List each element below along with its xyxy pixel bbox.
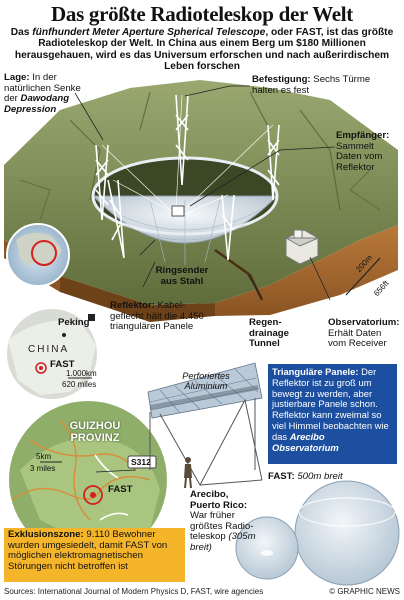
label-observatorium-head: Observatorium:	[328, 317, 400, 328]
label-reflektor: Reflektor: Kabel-geflecht hält die 4.450…	[110, 300, 210, 333]
label-observatorium-text: Erhält Daten vom Receiver	[328, 327, 387, 350]
label-aluminium: Perforiertes Aluminium	[182, 371, 230, 391]
support-cables	[101, 94, 274, 216]
intro-text: Das fünfhundert Meter Aperture Spherical…	[6, 27, 398, 73]
label-lage-text: In der natürlichen Senke der	[4, 72, 81, 105]
label-empfaenger-head: Empfänger:	[336, 130, 390, 141]
guizhou-site-label: FAST	[108, 484, 133, 495]
label-befestigung: Befestigung: Sechs Türme halten es fest	[252, 74, 397, 96]
china-locator-square	[88, 314, 95, 321]
label-lage-place: Dawodang Depression	[4, 93, 70, 115]
label-arecibo-size-text: War früher größtes Radio-teleskop	[190, 510, 254, 543]
label-arecibo-size-width: (305m breit)	[190, 531, 256, 553]
exclusion-zone-box: Exklusionszone: 9.110 Bewohner wurden um…	[4, 528, 185, 582]
china-site-label: FAST	[50, 359, 75, 370]
page-title: Das größte Radioteleskop der Welt	[51, 2, 353, 26]
china-map	[5, 307, 99, 401]
label-befestigung-text: Sechs Türme halten es fest	[252, 74, 371, 96]
label-panele-arecibo: Arecibo Observatorium	[272, 430, 339, 453]
copyright: © GRAPHIC NEWS	[329, 587, 400, 596]
leader-lines	[74, 85, 336, 301]
label-reflektor-head: Reflektor:	[110, 300, 155, 311]
intro-body: , oder FAST, ist das größte Radiotelesko…	[14, 27, 394, 73]
road-sign	[127, 455, 157, 469]
guizhou-province-label: GUIZHOU PROVINZ	[69, 420, 121, 444]
label-fast-size-text: 500m breit	[294, 471, 343, 482]
receiver-cabin-icon	[171, 205, 185, 217]
label-reflektor-text: Kabel-geflecht hält die 4.450 triangulär…	[110, 300, 204, 333]
guizhou-map	[7, 399, 169, 561]
label-panele-text: Der Reflektor ist zu groß um bewegt zu w…	[272, 366, 389, 442]
observatory-building-icon	[284, 229, 319, 265]
china-scale-imperial: 620 miles	[62, 380, 97, 389]
guizhou-scale-metric: 5km	[36, 452, 52, 461]
label-befestigung-head: Befestigung:	[252, 74, 311, 85]
size-comparison	[235, 480, 400, 586]
intro-telescope-name: fünfhundert Meter Aperture Spherical Tel…	[32, 27, 266, 38]
guizhou-road-label: S312	[131, 457, 151, 467]
china-scale-metric: 1.000km	[66, 369, 97, 378]
support-towers	[95, 94, 280, 261]
label-regen-tunnel: Regen-drainage Tunnel	[249, 317, 289, 350]
china-country-label: CHINA	[28, 344, 70, 355]
panel-detail	[147, 362, 263, 489]
label-fast-size-head: FAST:	[268, 471, 295, 482]
label-ringsender: Ringsender aus Stahl	[155, 265, 209, 287]
globe-locator	[6, 223, 70, 287]
intro-prefix: Das	[10, 27, 33, 38]
guizhou-scale-imperial: 3 miles	[30, 464, 56, 473]
label-empfaenger-text: Sammelt Daten vom Reflektor	[336, 140, 383, 173]
china-capital-label: Peking	[58, 317, 90, 328]
label-observatorium: Observatorium: Erhält Daten vom Receiver	[328, 317, 402, 350]
label-panele-head: Trianguläre Panele:	[272, 366, 359, 377]
label-lage: Lage: In der natürlichen Senke der Dawod…	[4, 72, 96, 115]
sources-footer: Sources: International Journal of Modern…	[4, 587, 264, 596]
label-arecibo-size-head: Arecibo, Puerto Rico:	[190, 489, 248, 511]
label-fast-size: FAST: 500m breit	[268, 471, 398, 483]
label-empfaenger: Empfänger: Sammelt Daten vom Reflektor	[336, 130, 400, 173]
label-exklusion-text: 9.110 Bewohner wurden umgesiedelt, damit…	[8, 529, 168, 573]
label-lage-head: Lage:	[4, 72, 30, 83]
panel-info-box: Trianguläre Panele: Der Reflektor ist zu…	[268, 364, 397, 464]
scale-bar	[345, 257, 381, 296]
label-exklusion-head: Exklusionszone:	[8, 529, 84, 540]
label-arecibo-size: Arecibo, Puerto Rico: War früher größtes…	[190, 489, 258, 554]
